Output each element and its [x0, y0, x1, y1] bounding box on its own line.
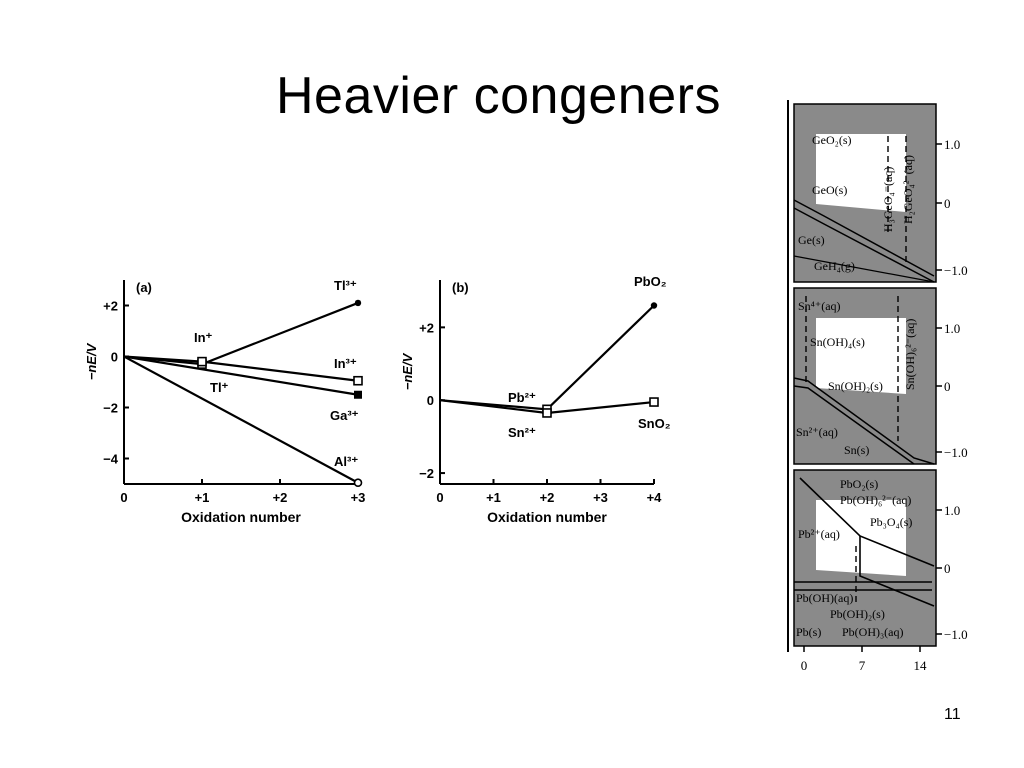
species-label: PbO₂: [634, 274, 667, 289]
y-tick-label: +2: [103, 299, 118, 314]
panel-label: (a): [136, 280, 152, 295]
x-axis-label: Oxidation number: [181, 509, 301, 525]
pourbaix-y-tick-label: 0: [944, 379, 951, 394]
pourbaix-species-label: Sn⁴⁺(aq): [798, 299, 841, 313]
pourbaix-y-tick-label: 0: [944, 196, 951, 211]
y-tick-label: 0: [427, 393, 434, 408]
pourbaix-species-label: Sn(s): [844, 443, 869, 457]
pourbaix-species-label: GeH₄(g): [814, 259, 855, 273]
species-label: SnO₂: [638, 416, 671, 431]
pourbaix-diagrams: 1.0 0 −1.0 1.0 0 −1.0 1.0 0 −1.0 GeO₂(s) GeO(s) Ge(…: [784, 96, 986, 678]
x-tick-label: +3: [351, 490, 366, 505]
pourbaix-species-label: Pb(OH)₆²⁻(aq): [840, 493, 911, 507]
y-tick-label: −2: [103, 401, 118, 416]
pourbaix-y-tick-label: −1.0: [944, 627, 968, 642]
slide-title: Heavier congeners: [276, 67, 721, 125]
data-point-in: [197, 356, 207, 367]
data-point-al: [353, 478, 363, 488]
data-point-sn: [542, 408, 552, 418]
data-point-sn: [649, 397, 659, 407]
pourbaix-species-label: Sn(OH)₄(s): [810, 335, 865, 349]
ge-boundary-line: [793, 199, 935, 277]
species-label: Al³⁺: [334, 454, 358, 469]
x-tick-label: 0: [436, 490, 443, 505]
pourbaix-x-tick-label: 14: [914, 658, 928, 673]
x-tick-label: +1: [486, 490, 501, 505]
series-line-pb: [439, 304, 655, 411]
pourbaix-y-tick-label: −1.0: [944, 263, 968, 278]
species-label: In³⁺: [334, 356, 357, 371]
pourbaix-x-tick-label: 0: [801, 658, 808, 673]
pourbaix-species-label: Pb₃O₄(s): [870, 515, 912, 529]
y-axis-label: −nE/V: [84, 342, 99, 380]
data-point-in: [353, 375, 363, 386]
data-point-tl: [354, 299, 362, 307]
data-point-pb: [650, 302, 658, 309]
species-label: Tl³⁺: [334, 278, 357, 293]
water-stability-region: [816, 134, 906, 212]
water-stability-region: [816, 500, 906, 576]
series-line-tl: [123, 301, 359, 366]
pourbaix-species-label: GeO₂(s): [812, 133, 852, 147]
pourbaix-y-tick-label: 1.0: [944, 137, 960, 152]
pourbaix-species-label: Pb(OH)(aq): [796, 591, 853, 605]
pourbaix-species-label: Ge(s): [798, 233, 825, 247]
pourbaix-species-label: Sn(OH)₆²⁻(aq): [903, 319, 917, 390]
x-tick-label: +2: [273, 490, 288, 505]
ge-boundary-line: [793, 255, 935, 283]
pourbaix-y-tick-label: −1.0: [944, 445, 968, 460]
series-line-al: [123, 355, 359, 484]
pourbaix-species-label: PbO₂(s): [840, 477, 878, 491]
x-tick-label: +3: [593, 490, 608, 505]
pourbaix-species-label: H₂GeO₄²⁻(aq): [901, 155, 915, 224]
data-point-ga: [354, 390, 362, 399]
y-tick-label: −2: [419, 466, 434, 481]
species-label: In⁺: [194, 330, 213, 345]
pourbaix-species-label: Pb(OH)₂(s): [830, 607, 885, 621]
pourbaix-y-tick-label: 1.0: [944, 321, 960, 336]
pourbaix-species-label: Sn²⁺(aq): [796, 425, 838, 439]
species-label: Tl⁺: [210, 380, 229, 395]
y-axis-label: −nE/V: [400, 352, 415, 390]
y-tick-label: −4: [103, 452, 119, 467]
x-tick-label: +1: [195, 490, 210, 505]
pourbaix-species-label: GeO(s): [812, 183, 847, 197]
pourbaix-y-tick-label: 1.0: [944, 503, 960, 518]
page-number: 11: [944, 706, 961, 723]
x-tick-label: +4: [647, 490, 663, 505]
sn-boundary-line: [793, 377, 935, 465]
ge-boundary-line: [793, 207, 935, 283]
y-tick-label: +2: [419, 320, 434, 335]
pourbaix-species-label: Pb(s): [796, 625, 821, 639]
y-tick-label: 0: [111, 350, 118, 365]
x-tick-label: 0: [120, 490, 127, 505]
water-stability-region: [816, 318, 906, 394]
pourbaix-x-tick-label: 7: [859, 658, 866, 673]
species-label: Ga³⁺: [330, 408, 359, 423]
pourbaix-species-label: H₃GeO₄⁻(aq): [881, 167, 895, 232]
pb-boundary-line: [859, 536, 935, 607]
panel-label: (b): [452, 280, 469, 295]
species-label: Pb²⁺: [508, 390, 536, 405]
x-axis-label: Oxidation number: [487, 509, 607, 525]
species-label: Sn²⁺: [508, 425, 536, 440]
sn-boundary-line: [793, 385, 915, 465]
x-tick-label: +2: [540, 490, 555, 505]
pourbaix-species-label: Pb²⁺(aq): [798, 527, 840, 541]
pourbaix-species-label: Sn(OH)₂(s): [828, 379, 883, 393]
pourbaix-y-tick-label: 0: [944, 561, 951, 576]
series-line-ga: [123, 355, 359, 396]
pourbaix-species-label: Pb(OH)₃(aq): [842, 625, 904, 639]
